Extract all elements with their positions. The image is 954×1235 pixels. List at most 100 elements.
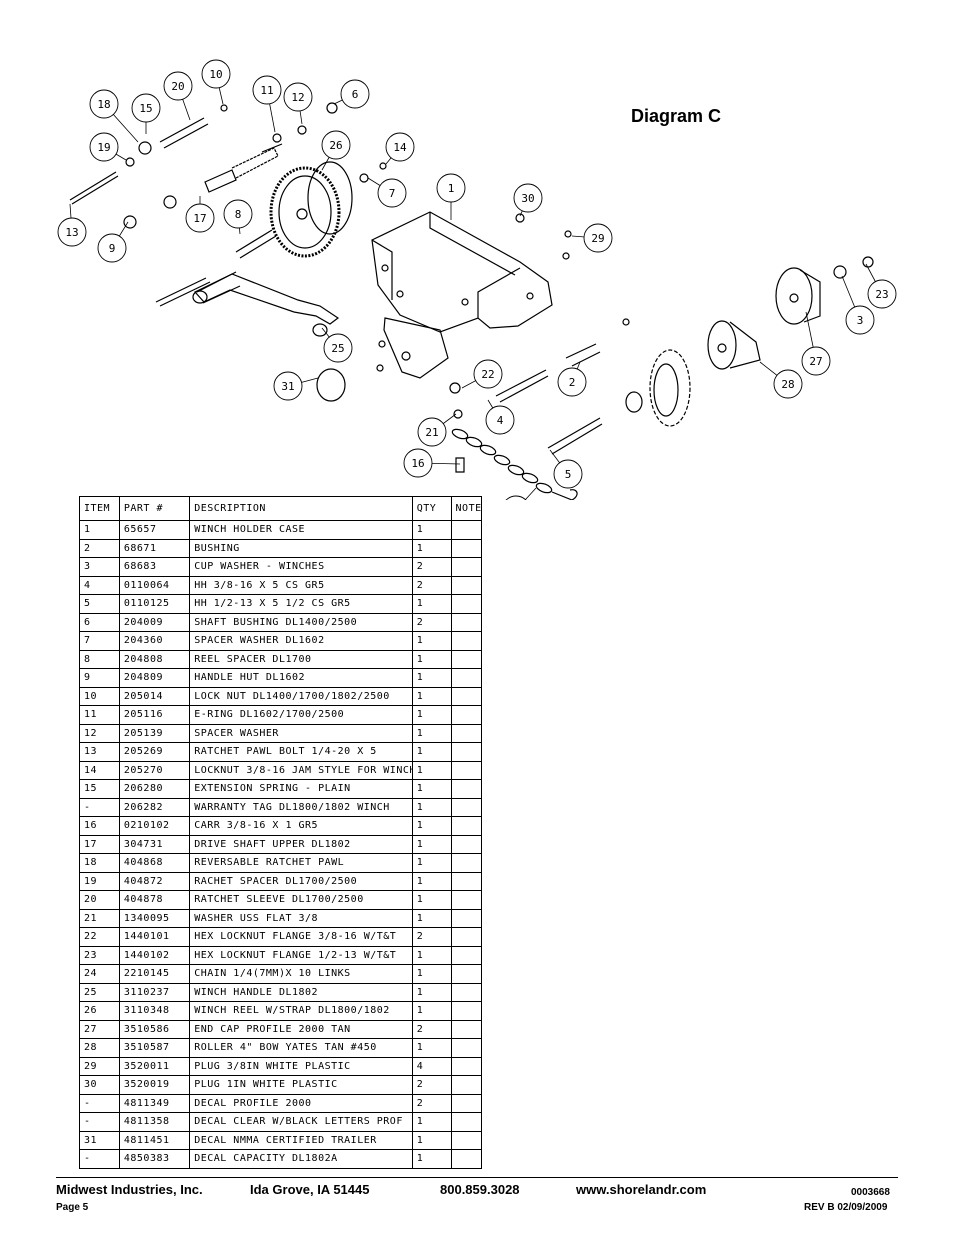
cell-note [450,594,483,614]
cell-item: 7 [79,631,120,651]
callout-bubble [385,132,415,162]
callout-bubble [513,183,543,213]
part-plug [378,340,386,348]
cell-item: - [79,1112,120,1132]
cell-part: 65657 [118,520,191,540]
footer-company: Midwest Industries, Inc. [56,1182,203,1197]
footer-page: Page 5 [56,1202,89,1213]
cell-qty: 2 [411,575,452,595]
cell-description: BUSHING [189,538,413,558]
callout-label: 11 [260,84,273,97]
cell-description: REEL SPACER DL1700 [189,649,413,669]
callout-label: 4 [497,414,504,427]
cell-description: HEX LOCKNUT FLANGE 3/8-16 W/T&T [189,927,413,947]
cell-qty: 1 [411,668,452,688]
cell-qty: 1 [411,1149,452,1169]
footer-city: Ida Grove, IA 51445 [250,1182,370,1197]
cell-part: 0210102 [118,816,191,836]
cell-part: 204360 [118,631,191,651]
cell-qty: 1 [411,538,452,558]
cell-description: LOCKNUT 3/8-16 JAM STYLE FOR WINCH [189,760,413,780]
cell-description: LOCK NUT DL1400/1700/1802/2500 [189,686,413,706]
cell-note [450,575,483,595]
cell-qty: 1 [411,742,452,762]
callout-bubble [340,79,370,109]
cell-part: 205269 [118,742,191,762]
cell-item: 16 [79,816,120,836]
part-handle-nut [123,215,137,229]
cell-note [450,631,483,651]
cell-item: 20 [79,890,120,910]
part-roller [707,320,761,370]
cell-item: 4 [79,575,120,595]
cell-item: - [79,1093,120,1113]
callout-label: 1 [448,182,455,195]
header-description: DESCRIPTION [189,496,413,521]
cell-qty: 1 [411,853,452,873]
callout-label: 10 [209,68,222,81]
part-winch-case [371,211,553,379]
callout-bubble [377,178,407,208]
cell-part: 0110064 [118,575,191,595]
footer-revision: REV B 02/09/2009 [804,1202,888,1213]
cell-part: 4850383 [118,1149,191,1169]
part-jam-nut [379,162,387,170]
cell-description: DECAL CAPACITY DL1802A [189,1149,413,1169]
cell-part: 304731 [118,834,191,854]
cell-note [450,982,483,1002]
callout-bubble [473,359,503,389]
header-part: PART # [118,496,191,521]
callout-label: 5 [565,468,572,481]
callout-label: 20 [171,80,184,93]
cell-item: 8 [79,649,120,669]
cell-item: 15 [79,779,120,799]
part-ratchet-pawl [138,141,152,155]
cell-qty: 1 [411,779,452,799]
part-hh-bolt-long [547,417,603,455]
part-drive-shaft [204,143,283,193]
cell-description: CARR 3/8-16 X 1 GR5 [189,816,413,836]
cell-note [450,816,483,836]
cell-part: 2210145 [118,964,191,984]
cell-part: 3110237 [118,982,191,1002]
callout-label: 19 [97,141,110,154]
callout-label: 17 [193,212,206,225]
callout-label: 8 [235,208,242,221]
cell-qty: 2 [411,1075,452,1095]
part-ratchet-sleeve [159,117,209,149]
cell-item: 22 [79,927,120,947]
cell-description: REVERSABLE RATCHET PAWL [189,853,413,873]
part-pawl-bolt [69,171,119,205]
part-hh-bolt [495,369,549,403]
callout-bubble [485,405,515,435]
part-rachet-spacer [125,157,135,167]
cell-part: 204009 [118,612,191,632]
cell-note [450,612,483,632]
part-plug-1in [515,213,525,223]
cell-item: - [79,1149,120,1169]
cell-item: 13 [79,742,120,762]
cell-qty: 4 [411,1056,452,1076]
callout-bubble [223,199,253,229]
cell-note [450,1093,483,1113]
cell-item: 30 [79,1075,120,1095]
cell-note [450,1001,483,1021]
cell-item: 1 [79,520,120,540]
cell-qty: 1 [411,964,452,984]
footer-website[interactable]: www.shorelandr.com [576,1182,707,1197]
cell-note [450,557,483,577]
cell-note [450,705,483,725]
cell-part: 1440102 [118,945,191,965]
callout-bubble [283,82,313,112]
cell-note [450,834,483,854]
cell-description: DECAL PROFILE 2000 [189,1093,413,1113]
